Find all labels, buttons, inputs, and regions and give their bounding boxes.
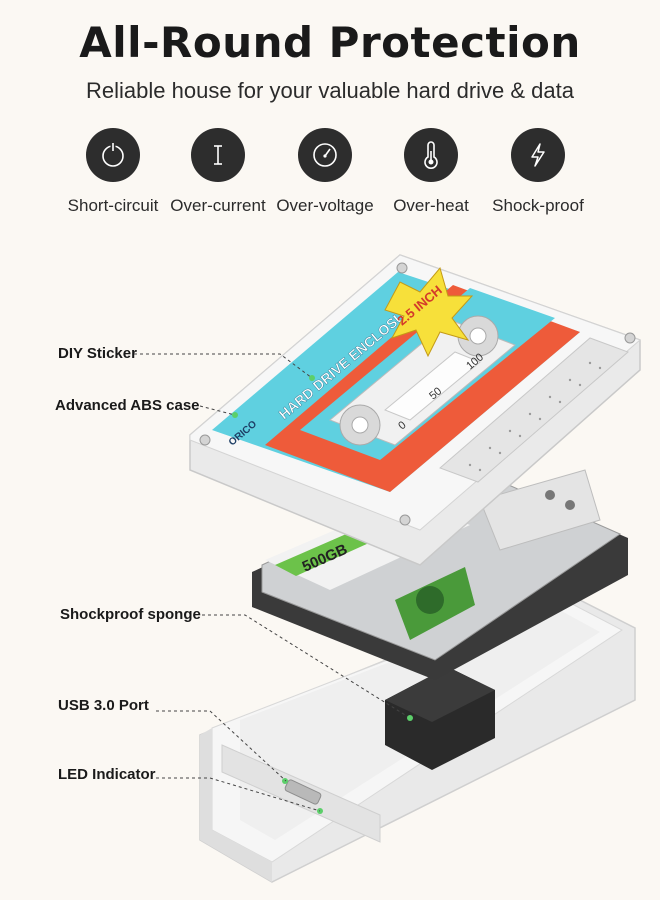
top-case: 0 50 100 HARD DRIVE ENCLOSURE 2.5 INCH O…	[189, 254, 641, 566]
hard-drive: 500GB	[252, 467, 628, 680]
feature-short-circuit: Short-circuit	[58, 128, 168, 216]
callout-shockproof-sponge: Shockproof sponge	[60, 606, 201, 623]
current-icon	[191, 128, 245, 182]
feature-over-voltage: Over-voltage	[270, 128, 380, 216]
feature-label: Shock-proof	[492, 196, 584, 215]
feature-over-current: Over-current	[163, 128, 273, 216]
callout-led-indicator: LED Indicator	[58, 766, 156, 783]
feature-label: Over-current	[170, 196, 266, 215]
feature-shock-proof: Shock-proof	[483, 128, 593, 216]
callout-abs-case: Advanced ABS case	[55, 397, 200, 414]
features-row: Short-circuit Over-current Over-voltage …	[58, 128, 618, 228]
shockproof-sponge	[385, 667, 495, 770]
callout-lines	[134, 353, 411, 812]
gauge-icon	[298, 128, 352, 182]
page-subtitle: Reliable house for your valuable hard dr…	[86, 78, 574, 103]
feature-label: Over-heat	[393, 196, 469, 215]
feature-label: Over-voltage	[276, 196, 374, 215]
thermometer-icon	[404, 128, 458, 182]
lightning-icon	[511, 128, 565, 182]
power-icon	[86, 128, 140, 182]
callout-usb-port: USB 3.0 Port	[58, 697, 149, 714]
page-title: All-Round Protection	[79, 18, 581, 67]
feature-over-heat: Over-heat	[376, 128, 486, 216]
feature-label: Short-circuit	[67, 196, 159, 215]
size-badge	[384, 266, 474, 358]
callout-diy-sticker: DIY Sticker	[58, 345, 137, 362]
